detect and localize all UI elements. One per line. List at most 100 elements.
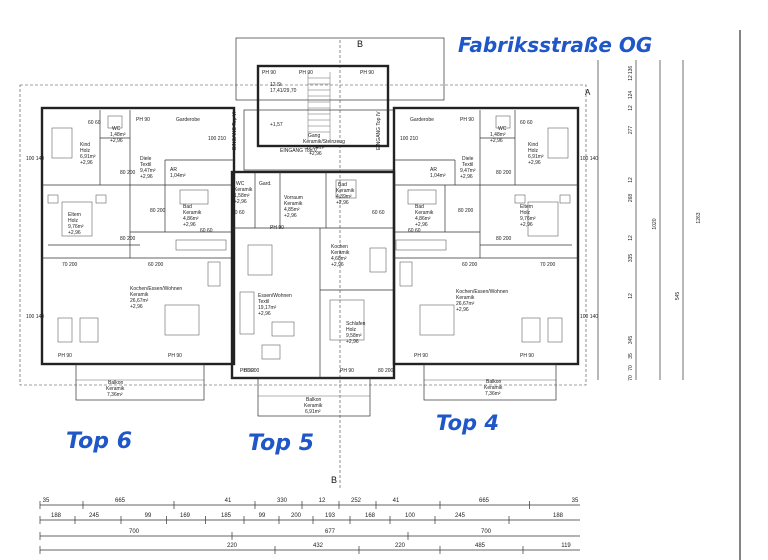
- window-tag: 100 140: [26, 314, 44, 320]
- dim-bottom-value: 41: [393, 498, 400, 504]
- unit-top-6: [40, 106, 236, 401]
- top5-essen-floor: Textil: [258, 299, 269, 305]
- top4-bad-area: 4,86m²: [415, 216, 431, 222]
- dim-bottom-value: 99: [259, 513, 266, 519]
- label-top-6: Top 6: [66, 429, 132, 454]
- window-tag: 60 60: [408, 228, 421, 234]
- dim-right-value: 268: [628, 194, 634, 203]
- window-tag: 80 200: [120, 170, 136, 176]
- door-tag: PH 90: [270, 225, 284, 231]
- top4-balkon-floor: Keramik: [484, 385, 503, 391]
- top6-eltern-height: +2,96: [68, 230, 81, 236]
- dim-bottom-value: 200: [291, 513, 302, 519]
- window-tag: 80 200: [458, 208, 474, 214]
- top5-bad-name: Bad: [338, 182, 347, 188]
- dim-bottom-value: 665: [479, 498, 490, 504]
- door-tag: PH 90: [460, 117, 474, 123]
- top4-balkon-name: Balkon: [486, 379, 502, 385]
- top4-bad-name: Bad: [415, 204, 424, 210]
- dim-right-value: 136: [628, 66, 634, 75]
- top4-eltern-name: Eltern: [520, 204, 533, 210]
- top4-diele-name: Diele: [462, 156, 474, 162]
- window-tag: 100 140: [26, 156, 44, 162]
- dim-bottom-value: 677: [325, 529, 336, 535]
- top5-kochen-name: Kochen: [331, 244, 348, 250]
- top4-diele-height: +2,96: [460, 174, 473, 180]
- stair-steps-count: 12 St: [270, 82, 282, 88]
- top6-diele-name: Diele: [140, 156, 152, 162]
- dim-bottom-value: 99: [145, 513, 152, 519]
- stair-tower-outline: [235, 37, 445, 101]
- dim-bottom-value: 330: [277, 498, 288, 504]
- stair-steps: [307, 72, 331, 140]
- dim-right-total: 1020: [652, 218, 658, 229]
- top4-wc-name: WC: [498, 126, 507, 132]
- top4-bad-height: +2,96: [415, 222, 428, 228]
- dim-right-total: 545: [675, 292, 681, 301]
- top4-kochen-height: +2,96: [456, 307, 469, 313]
- top6-wc-height: +2,96: [110, 138, 123, 144]
- top5-schlafen-area: 9,58m²: [346, 333, 362, 339]
- dim-bottom-value: 665: [115, 498, 126, 504]
- eaves-outline: [19, 84, 587, 386]
- window-tag: 100 140: [580, 314, 598, 320]
- dim-bottom-value: 119: [561, 543, 571, 549]
- top4-diele-area: 9,47m²: [460, 168, 476, 174]
- top4-kochen-area: 26,67m²: [456, 301, 475, 307]
- top5-wc-name: WC: [236, 181, 245, 187]
- dim-bottom-value: 485: [475, 543, 486, 549]
- top5-bad-area: 4,39m²: [336, 194, 352, 200]
- dim-right-value: 12: [628, 235, 634, 241]
- top6-balkon-floor: Keramik: [106, 386, 125, 392]
- top4-balkon-area: 7,36m²: [485, 391, 501, 397]
- top6-wc-area: 1,48m²: [110, 132, 126, 138]
- top4-ar-area: 1,04m²: [430, 173, 446, 179]
- dim-bottom-value: 35: [43, 498, 50, 504]
- dim-right-value: 35: [628, 353, 634, 359]
- dim-right-total: 1263: [696, 212, 702, 223]
- label-top-5: Top 5: [248, 431, 314, 456]
- window-tag: 60 60: [372, 210, 385, 216]
- window-tag: 80 200: [150, 208, 166, 214]
- top5-essen-height: +2,96: [258, 311, 271, 317]
- top6-bad-area: 4,86m²: [183, 216, 199, 222]
- door-tag: PH 90: [58, 353, 72, 359]
- window-tag: 100 210: [208, 136, 226, 142]
- axis-mark-a: A: [585, 88, 591, 97]
- top6-kochen-area: 26,67m²: [130, 298, 149, 304]
- top4-garderobe: Garderobe: [410, 117, 434, 123]
- dim-bottom-value: 188: [553, 513, 564, 519]
- top6-balkon-area: 7,36m²: [107, 392, 123, 398]
- door-tag: PH 90: [520, 353, 534, 359]
- door-tag: PH 90: [240, 368, 254, 374]
- window-tag: 70 200: [540, 262, 556, 268]
- window-tag: 60 60: [200, 228, 213, 234]
- top6-kind-floor: Holz: [80, 148, 91, 154]
- top6-garderobe: Garderobe: [176, 117, 200, 123]
- top5-kochen-height: +2,96: [331, 262, 344, 268]
- unit-top-4: [392, 106, 580, 401]
- top6-ar-area: 1,04m²: [170, 173, 186, 179]
- dim-bottom-value: 700: [129, 529, 140, 535]
- top4-kind-area: 6,91m²: [528, 154, 544, 160]
- top5-schlafen-height: +2,96: [346, 339, 359, 345]
- top4-kochen-floor: Keramik: [456, 295, 475, 301]
- top6-bad-height: +2,96: [183, 222, 196, 228]
- top4-eltern-floor: Holz: [520, 210, 531, 216]
- top6-kind-height: +2,96: [80, 160, 93, 166]
- top4-diele-floor: Textil: [462, 162, 473, 168]
- window-tag: 80 200: [496, 170, 512, 176]
- top5-schlafen-floor: Holz: [346, 327, 357, 333]
- dim-bottom-value: 188: [51, 513, 62, 519]
- top5-vorraum-name: Vorraum: [284, 195, 303, 201]
- top5-balkon-name: Balkon: [306, 397, 322, 403]
- top6-kind-name: Kind: [80, 142, 90, 148]
- door-tag: PH 90: [136, 117, 150, 123]
- dim-bottom-value: 193: [325, 513, 336, 519]
- dim-bottom-value: 220: [227, 543, 238, 549]
- top5-wc-height: +2,96: [234, 199, 247, 205]
- dim-bottom-value: 168: [365, 513, 376, 519]
- dim-bottom-value: 700: [481, 529, 492, 535]
